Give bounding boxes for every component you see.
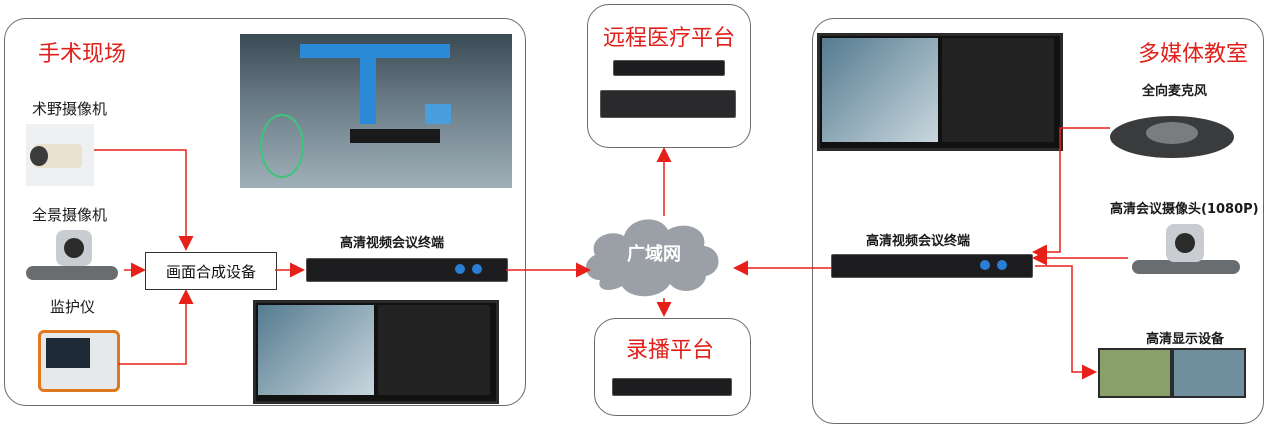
arrow-patient-monitor bbox=[118, 292, 186, 364]
arrow-field-camera bbox=[94, 150, 186, 248]
arrow-terminal-display bbox=[1035, 266, 1094, 372]
wan-label: 广域网 bbox=[627, 240, 681, 266]
arrow-microphone-terminal bbox=[1035, 128, 1110, 252]
